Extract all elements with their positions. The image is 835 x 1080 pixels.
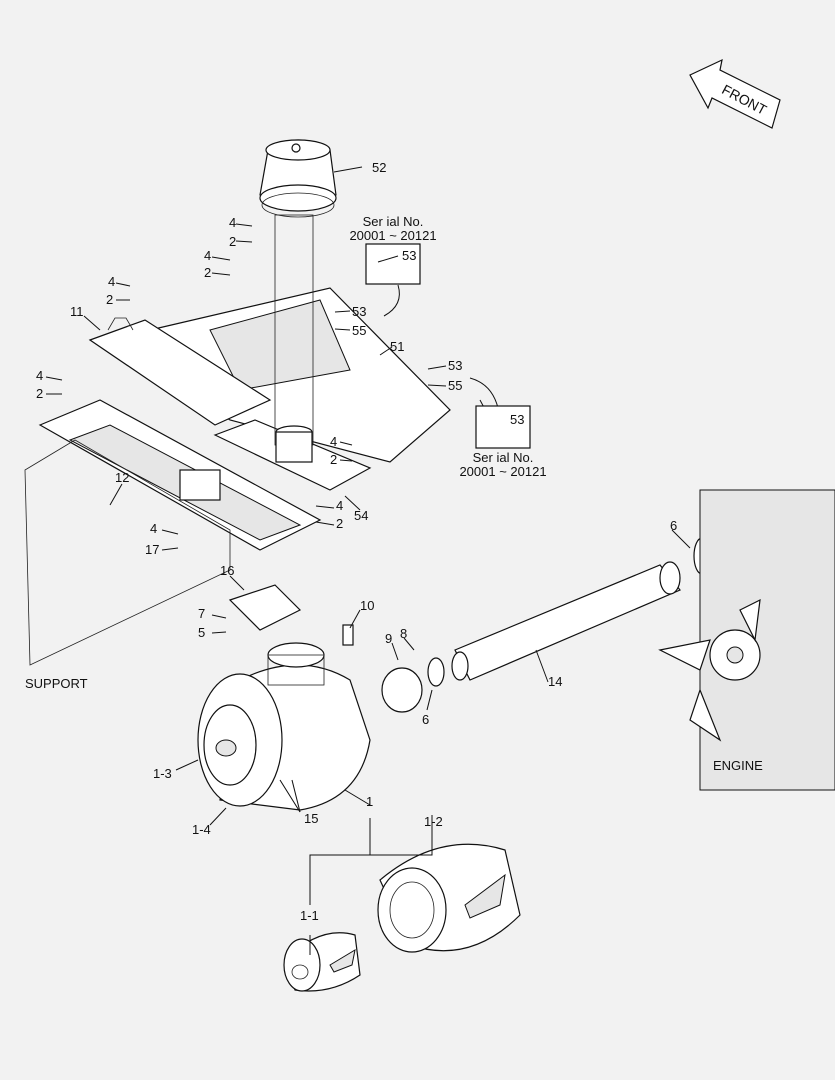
labels: 52 4 2 4 2 4 2 11 53 55 51 53 55 53 53 S… bbox=[25, 160, 763, 923]
bracket-16 bbox=[228, 584, 302, 631]
callout-11: 11 bbox=[70, 304, 84, 319]
serial-box-a bbox=[365, 243, 421, 317]
callout-4g: 4 bbox=[150, 521, 157, 536]
callout-1: 1 bbox=[366, 794, 373, 809]
intake-tube bbox=[274, 214, 314, 463]
callout-6b: 6 bbox=[422, 712, 429, 727]
hose-connector bbox=[342, 624, 445, 713]
precleaner-cap bbox=[259, 139, 337, 218]
air-cleaner bbox=[197, 642, 371, 811]
engine-sketch bbox=[658, 489, 835, 791]
cover-plate-11 bbox=[88, 317, 272, 426]
top-grid-plate bbox=[129, 287, 451, 463]
callout-14: 14 bbox=[548, 674, 562, 689]
callout-10: 10 bbox=[360, 598, 374, 613]
support-plate-12 bbox=[38, 399, 322, 551]
support-panel bbox=[24, 439, 231, 666]
serial-range-b: 20001 ~ 20121 bbox=[459, 464, 546, 479]
support-label: SUPPORT bbox=[25, 676, 88, 691]
callout-55b: 55 bbox=[448, 378, 462, 393]
intake-hose-14 bbox=[451, 537, 711, 681]
engine-label: ENGINE bbox=[713, 758, 763, 773]
callout-8: 8 bbox=[400, 626, 407, 641]
callout-2c: 2 bbox=[106, 292, 113, 307]
callout-52: 52 bbox=[372, 160, 386, 175]
callout-2a: 2 bbox=[229, 234, 236, 249]
callout-1-4: 1-4 bbox=[192, 822, 211, 837]
serial-box-b bbox=[475, 405, 531, 449]
callout-9: 9 bbox=[385, 631, 392, 646]
callout-7: 7 bbox=[198, 606, 205, 621]
filter-element-outer bbox=[377, 843, 521, 953]
callout-4e: 4 bbox=[330, 434, 337, 449]
callout-53a: 53 bbox=[352, 304, 366, 319]
callout-53-box2: 53 bbox=[510, 412, 524, 427]
filter-element-inner bbox=[283, 932, 361, 992]
callout-16: 16 bbox=[220, 563, 234, 578]
callout-2f: 2 bbox=[336, 516, 343, 531]
callout-51: 51 bbox=[390, 339, 404, 354]
front-arrow-icon: FRONT bbox=[689, 58, 781, 129]
callout-1-3: 1-3 bbox=[153, 766, 172, 781]
callout-1-1: 1-1 bbox=[300, 908, 319, 923]
callout-2b: 2 bbox=[204, 265, 211, 280]
serial-range-a: 20001 ~ 20121 bbox=[349, 228, 436, 243]
callout-17: 17 bbox=[145, 542, 159, 557]
callout-2d: 2 bbox=[36, 386, 43, 401]
callout-6a: 6 bbox=[670, 518, 677, 533]
callout-55a: 55 bbox=[352, 323, 366, 338]
callout-12: 12 bbox=[115, 470, 129, 485]
callout-4b: 4 bbox=[204, 248, 211, 263]
callout-4c: 4 bbox=[108, 274, 115, 289]
callout-1-2: 1-2 bbox=[424, 814, 443, 829]
callout-2e: 2 bbox=[330, 452, 337, 467]
callout-53-box1: 53 bbox=[402, 248, 416, 263]
callout-5: 5 bbox=[198, 625, 205, 640]
serial-title-b: Ser ial No. bbox=[473, 450, 534, 465]
callout-53b: 53 bbox=[448, 358, 462, 373]
callout-4f: 4 bbox=[336, 498, 343, 513]
serial-title-a: Ser ial No. bbox=[363, 214, 424, 229]
callout-54: 54 bbox=[354, 508, 368, 523]
callout-4a: 4 bbox=[229, 215, 236, 230]
callout-15: 15 bbox=[304, 811, 318, 826]
callout-4d: 4 bbox=[36, 368, 43, 383]
